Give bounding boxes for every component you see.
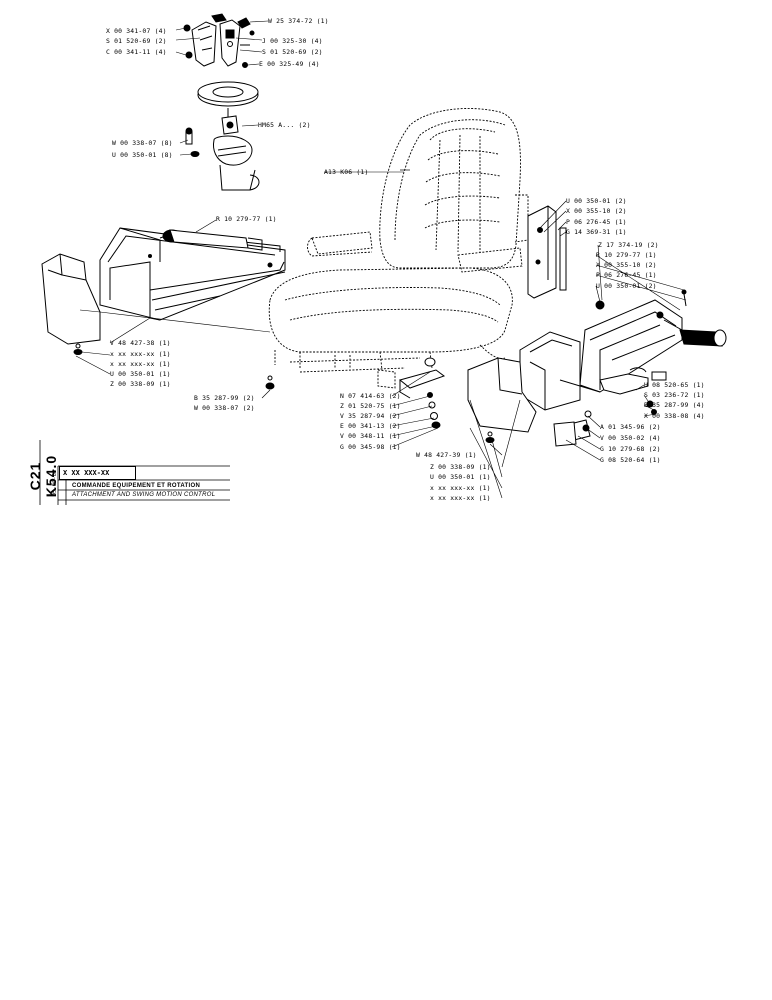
leader-lines — [75, 20, 687, 499]
part-callout: Z 00 338-09 (1) — [430, 463, 491, 471]
part-callout: V 00 350-02 (4) — [600, 434, 661, 442]
part-callout: Z 00 338-09 (1) — [110, 380, 171, 388]
left-console — [99, 227, 286, 321]
title-french: COMMANDE EQUIPEMENT ET ROTATION — [72, 483, 201, 489]
part-callout: N 07 414-63 (2) — [340, 392, 401, 400]
center-hardware — [265, 357, 592, 447]
part-callout: U 00 350-01 (1) — [430, 473, 491, 481]
part-callout: G 10 279-68 (2) — [600, 445, 661, 453]
part-callout: V 00 348-11 (1) — [340, 432, 401, 440]
part-callout: U 00 350-01 (2) — [596, 282, 657, 290]
part-callout: X 00 338-08 (4) — [644, 412, 705, 420]
part-callout: U 00 350-01 (8) — [112, 151, 173, 159]
part-callout: C 00 341-11 (4) — [106, 48, 167, 56]
part-callout: S 01 520-69 (2) — [106, 37, 167, 45]
part-callout: Z 17 374-19 (2) — [598, 241, 659, 249]
part-callout: X 00 355-10 (2) — [596, 261, 657, 269]
part-callout: V 35 287-94 (2) — [340, 412, 401, 420]
part-callout: HM65 A... (2) — [258, 121, 311, 129]
part-callout: A13 K06 (1) — [324, 168, 369, 176]
left-handle — [162, 229, 263, 251]
part-callout: R 10 279-77 (1) — [216, 215, 277, 223]
part-callout: x xx xxx-xx (1) — [110, 350, 171, 358]
part-callout: P 06 276-45 (1) — [566, 218, 627, 226]
part-callout: X 00 355-10 (2) — [566, 207, 627, 215]
right-console — [519, 299, 683, 411]
part-callout: A 01 345-96 (2) — [600, 423, 661, 431]
seat-drawing — [268, 108, 529, 389]
part-callout: W 00 338-07 (2) — [194, 404, 255, 412]
part-callout: E 00 325-49 (4) — [259, 60, 320, 68]
part-callout: B 35 287-99 (4) — [644, 401, 705, 409]
part-callout: W 00 338-07 (8) — [112, 139, 173, 147]
part-callout: X 00 341-07 (4) — [106, 27, 167, 35]
part-callout: x xx xxx-xx (1) — [430, 494, 491, 502]
part-callout: U 00 350-01 (1) — [110, 370, 171, 378]
part-callout: U 00 350-01 (2) — [566, 197, 627, 205]
right-handle — [663, 319, 727, 347]
part-callout: S 03 236-72 (1) — [644, 391, 705, 399]
right-rear-bracket — [527, 205, 605, 310]
part-callout: G 14 369-31 (1) — [566, 228, 627, 236]
right-cover — [467, 357, 537, 443]
part-callout: W 48 427-39 (1) — [416, 451, 477, 459]
part-callout: W 25 374-72 (1) — [268, 17, 329, 25]
part-callout: J 00 325-30 (4) — [262, 37, 323, 45]
part-callout: B 35 287-99 (2) — [194, 394, 255, 402]
part-callout: P 06 276-45 (1) — [596, 271, 657, 279]
part-callout: x xx xxx-xx (1) — [110, 360, 171, 368]
lever-bracket-assembly — [183, 13, 255, 68]
title-english: ATTACHMENT AND SWING MOTION CONTROL — [72, 492, 216, 498]
part-callout: x xx xxx-xx (1) — [430, 484, 491, 492]
sheet-code: C21 K54.0 — [27, 440, 59, 504]
part-callout: Z 01 520-75 (1) — [340, 402, 401, 410]
title-block-frame — [39, 440, 230, 505]
sheet-reference: X XX XXX-XX — [59, 466, 136, 480]
part-callout: V 48 427-38 (1) — [110, 339, 171, 347]
part-callout: R 10 279-77 (1) — [596, 251, 657, 259]
joystick-assembly — [185, 81, 260, 191]
part-callout: S 01 520-69 (2) — [262, 48, 323, 56]
part-callout: H 08 520-65 (1) — [644, 381, 705, 389]
part-callout: G 08 520-64 (1) — [600, 456, 661, 464]
left-cover — [41, 253, 101, 355]
part-callout: E 00 341-13 (2) — [340, 422, 401, 430]
sheet-date-text: 05-06-86 — [52, 469, 58, 497]
part-callout: G 00 345-98 (1) — [340, 443, 401, 451]
latch-assembly — [599, 289, 687, 415]
